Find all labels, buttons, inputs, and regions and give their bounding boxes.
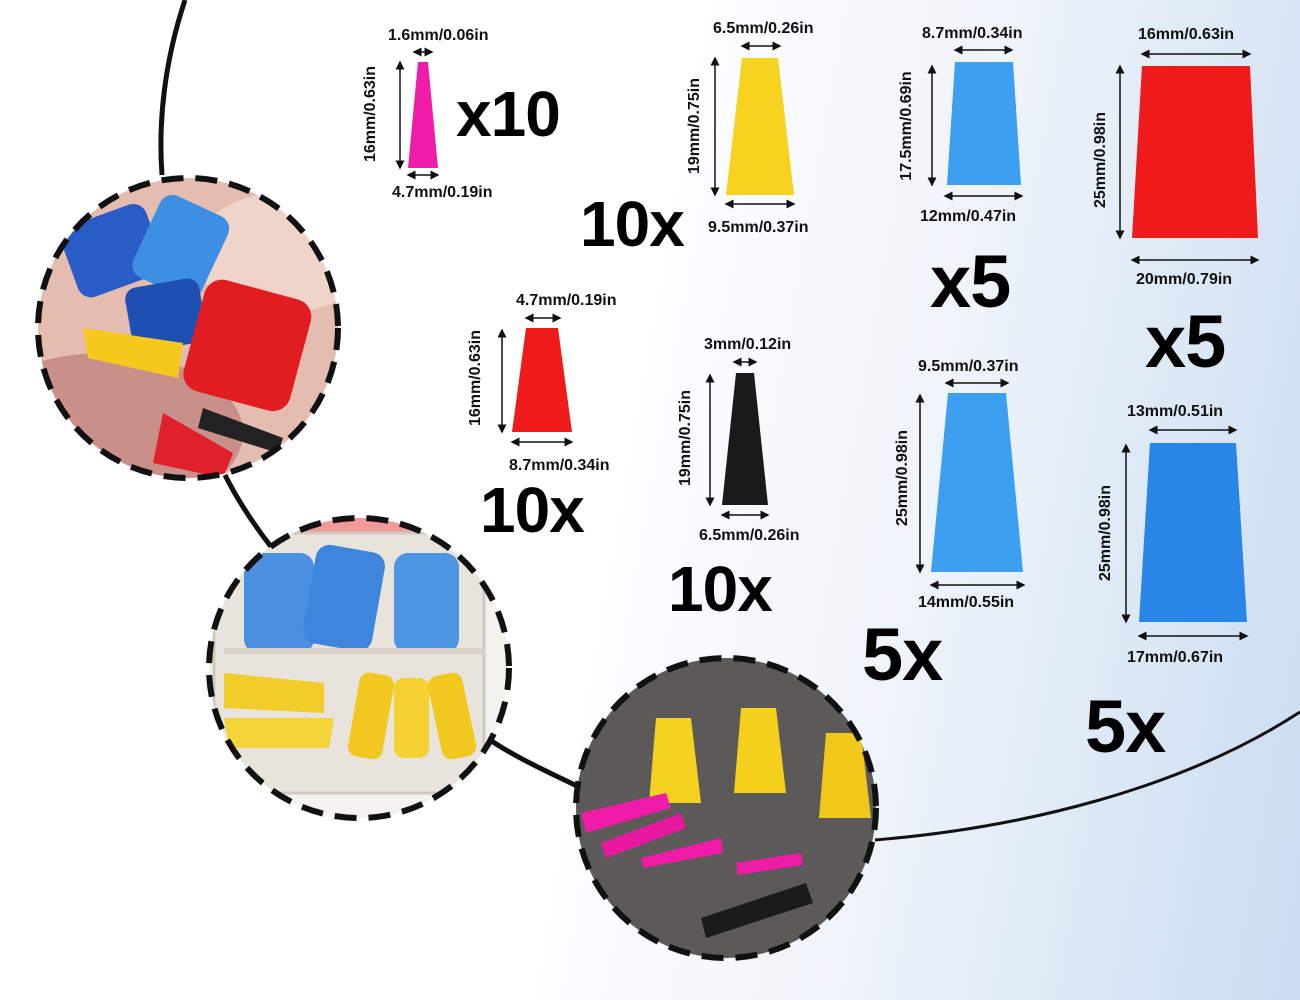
plug-7-bottom-diameter: 14mm/0.55in [918,594,1015,611]
plug-3-top-diameter: 8.7mm/0.34in [922,25,1023,42]
plug-5-height: 16mm/0.63in [467,329,484,427]
plug-7-quantity: 5x [862,613,943,696]
blue-plug-icon [947,62,1021,185]
plug-8-top-diameter: 13mm/0.51in [1127,403,1224,420]
plug-1-bottom-diameter: 4.7mm/0.19in [392,184,493,201]
plug-2-height: 19mm/0.75in [686,77,703,175]
red-large-plug-icon [1132,66,1258,238]
blue-medium-plug-icon [931,393,1023,572]
plug-4-top-diameter: 16mm/0.63in [1138,26,1235,43]
plug-1-top-diameter: 1.6mm/0.06in [388,27,489,44]
plug-1-height: 16mm/0.63in [362,65,379,163]
plug-3-quantity: x5 [930,240,1011,323]
plug-6-bottom-diameter: 6.5mm/0.26in [699,527,800,544]
pink-plug-icon [408,62,438,168]
plug-2-quantity: 10x [580,188,685,260]
plug-7-height: 25mm/0.98in [894,429,911,527]
plug-8-quantity: 5x [1085,685,1166,768]
yellow-plug-icon [726,58,794,195]
blue-wide-plug-icon [1139,443,1247,622]
plug-2-top-diameter: 6.5mm/0.26in [713,20,814,37]
plug-3-height: 17.5mm/0.69in [898,71,915,181]
plug-4-bottom-diameter: 20mm/0.79in [1136,271,1233,288]
plug-8-bottom-diameter: 17mm/0.67in [1127,649,1224,666]
black-plug-icon [722,373,768,505]
plug-5-top-diameter: 4.7mm/0.19in [516,292,617,309]
red-small-plug-icon [512,328,572,432]
plug-1-quantity: x10 [456,78,561,150]
plug-6-height: 19mm/0.75in [677,389,694,487]
plug-3-bottom-diameter: 12mm/0.47in [920,208,1017,225]
plug-4-quantity: x5 [1145,300,1226,383]
plug-4-height: 25mm/0.98in [1092,111,1109,209]
plug-6-top-diameter: 3mm/0.12in [704,336,792,353]
plugs-on-table-photo [573,655,879,961]
plug-6-quantity: 10x [668,553,773,625]
hand-holding-plugs-photo [35,175,341,481]
plug-5-quantity: 10x [480,474,585,546]
plug-5-bottom-diameter: 8.7mm/0.34in [509,457,610,474]
storage-box-photo [206,515,512,821]
plug-7-top-diameter: 9.5mm/0.37in [918,358,1019,375]
plug-2-bottom-diameter: 9.5mm/0.37in [708,219,809,236]
plug-8-height: 25mm/0.98in [1097,484,1114,582]
